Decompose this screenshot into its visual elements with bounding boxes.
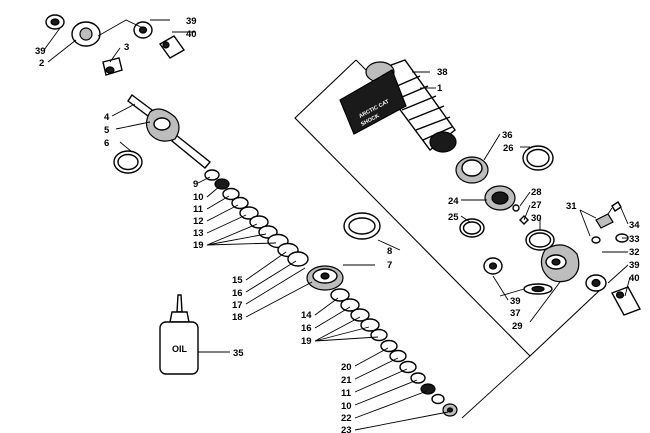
callout-25: 25 — [448, 212, 459, 223]
part-40-sleeve-right — [610, 286, 642, 316]
part-39-bushing-right — [585, 274, 607, 292]
frame-leader — [461, 355, 531, 419]
part-39-bushing-left — [45, 14, 65, 30]
part-34-valve-cap — [611, 201, 622, 212]
callout-22: 22 — [341, 413, 352, 424]
callout-19-b: 19 — [301, 336, 312, 347]
callout-10-a: 10 — [193, 192, 204, 203]
callout-12: 12 — [193, 216, 204, 227]
decal-line-3: GAS — [362, 125, 376, 136]
part-26-oring — [522, 145, 554, 171]
callout-40-a: 40 — [186, 29, 197, 40]
callout-21: 21 — [341, 375, 352, 386]
leader-lines — [43, 19, 631, 431]
part-3-spacer — [102, 57, 123, 76]
callout-30: 30 — [531, 213, 542, 224]
valve-stem — [607, 207, 613, 215]
callout-20: 20 — [341, 362, 352, 373]
part-39-bushing-mid — [483, 257, 503, 275]
part-5-piston-head — [145, 108, 180, 142]
callout-35: 35 — [233, 348, 244, 359]
callout-labels: 39 2 3 39 40 4 5 6 9 10 11 12 13 19 15 1… — [35, 16, 640, 433]
oil-bottle-label: OIL — [172, 344, 188, 354]
callout-16-a: 16 — [232, 288, 243, 299]
part-36-seal-head — [455, 156, 489, 184]
callout-28: 28 — [531, 187, 542, 198]
frame-corner — [355, 59, 367, 71]
callout-13: 13 — [193, 228, 204, 239]
part-32-valve-body — [591, 236, 601, 244]
callout-38: 38 — [437, 67, 448, 78]
callout-24: 24 — [448, 196, 459, 207]
callout-37: 37 — [510, 308, 521, 319]
callout-18: 18 — [232, 312, 243, 323]
part-28-ball — [512, 204, 520, 212]
part-39-bushing-top — [133, 21, 153, 39]
part-23-nut — [442, 403, 458, 417]
assembly-frame — [294, 59, 601, 357]
callout-31: 31 — [566, 201, 577, 212]
part-33-valve — [595, 207, 614, 229]
callout-11-b: 11 — [341, 388, 352, 399]
callout-19-a: 19 — [193, 240, 204, 251]
callout-39-a: 39 — [35, 46, 46, 57]
callout-15: 15 — [232, 275, 243, 286]
callout-3: 3 — [124, 42, 129, 53]
callout-17: 17 — [232, 300, 243, 311]
callout-8: 8 — [387, 246, 392, 257]
part-30-oring — [525, 229, 555, 251]
callout-32: 32 — [629, 247, 640, 258]
callout-26: 26 — [503, 143, 514, 154]
part-35-oil-bottle: OIL — [159, 294, 199, 375]
shim-stack-lower — [330, 288, 445, 405]
part-29-reservoir-end — [540, 244, 580, 283]
callout-11-a: 11 — [193, 204, 204, 215]
callout-14: 14 — [301, 310, 312, 321]
part-6-oring — [113, 150, 143, 174]
callout-36: 36 — [502, 130, 513, 141]
callout-16-b: 16 — [301, 323, 312, 334]
callout-7: 7 — [387, 260, 392, 271]
callout-4: 4 — [104, 112, 110, 123]
callout-10-b: 10 — [341, 401, 352, 412]
callout-9: 9 — [193, 179, 198, 190]
callout-39-c: 39 — [629, 260, 640, 271]
callout-40-b: 40 — [629, 273, 640, 284]
callout-39-d: 39 — [510, 296, 521, 307]
part-7-piston — [306, 265, 344, 291]
callout-39-b: 39 — [186, 16, 197, 27]
part-2-eye — [71, 21, 101, 47]
part-37-washer — [523, 283, 553, 295]
leader-2-39 — [97, 19, 144, 37]
callout-34: 34 — [629, 220, 640, 231]
callout-6: 6 — [104, 138, 109, 149]
callout-5: 5 — [104, 125, 110, 136]
callout-1: 1 — [437, 83, 443, 94]
part-24-bearing — [484, 185, 516, 211]
callout-27: 27 — [531, 200, 542, 211]
callout-2: 2 — [39, 58, 44, 69]
callout-23: 23 — [341, 425, 352, 433]
part-8-piston-ring — [343, 212, 381, 240]
shim-stack-upper — [204, 169, 309, 267]
callout-33: 33 — [629, 234, 640, 245]
part-40-sleeve-top — [158, 35, 186, 59]
callout-29: 29 — [512, 321, 523, 332]
part-25-ring — [459, 218, 485, 238]
